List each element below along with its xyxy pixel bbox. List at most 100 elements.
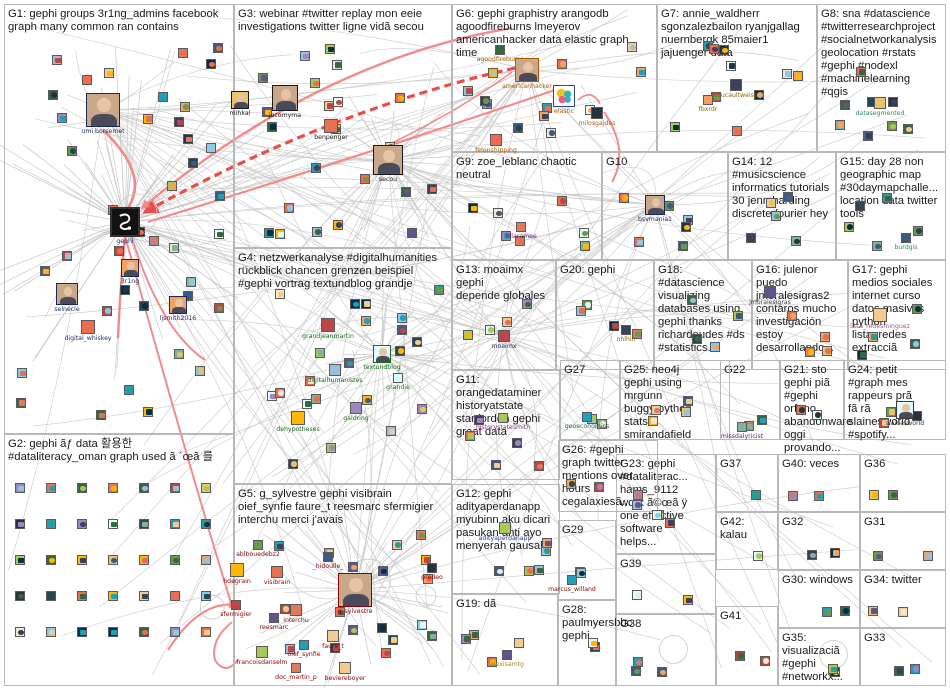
vertex-icon[interactable] [812, 409, 823, 420]
avatar-icon[interactable] [327, 630, 339, 642]
vertex-icon[interactable] [392, 539, 403, 550]
vertex-icon[interactable] [360, 298, 371, 309]
vertex-icon[interactable] [422, 573, 433, 584]
vertex-icon[interactable] [788, 491, 799, 502]
vertex-icon[interactable] [887, 96, 898, 107]
avatar-icon[interactable] [299, 640, 309, 650]
vertex-icon[interactable] [682, 595, 693, 605]
vertex-icon[interactable] [814, 491, 825, 502]
vertex-icon[interactable] [332, 59, 343, 70]
vertex-icon[interactable] [910, 338, 921, 349]
vertex-icon[interactable] [578, 228, 589, 239]
avatar-icon[interactable] [373, 145, 403, 175]
vertex-icon[interactable] [139, 300, 150, 311]
vertex-icon[interactable] [102, 305, 113, 316]
vertex-icon[interactable] [262, 107, 273, 118]
vertex-icon[interactable] [186, 276, 197, 287]
vertex-icon[interactable] [139, 555, 149, 565]
vertex-icon[interactable] [315, 347, 326, 358]
vertex-icon[interactable] [417, 404, 428, 415]
vertex-icon[interactable] [868, 331, 879, 342]
vertex-icon[interactable] [681, 222, 692, 233]
gephi-logo-icon[interactable] [110, 207, 140, 237]
vertex-icon[interactable] [633, 237, 644, 248]
vertex-icon[interactable] [534, 461, 545, 471]
vertex-icon[interactable] [275, 387, 286, 398]
vertex-icon[interactable] [214, 229, 225, 240]
vertex-icon[interactable] [487, 68, 498, 79]
vertex-icon[interactable] [201, 627, 211, 637]
vertex-icon[interactable] [46, 519, 56, 529]
vertex-icon[interactable] [395, 93, 406, 104]
avatar-icon[interactable] [874, 97, 886, 109]
vertex-icon[interactable] [464, 430, 475, 441]
vertex-icon[interactable] [362, 395, 373, 406]
vertex-icon[interactable] [664, 517, 675, 528]
vertex-icon[interactable] [16, 397, 27, 408]
vertex-icon[interactable] [781, 68, 792, 79]
vertex-icon[interactable] [491, 460, 502, 471]
vertex-icon[interactable] [492, 208, 503, 219]
avatar-icon[interactable] [291, 663, 301, 673]
vertex-icon[interactable] [576, 305, 586, 316]
vertex-icon[interactable] [888, 489, 899, 500]
vertex-icon[interactable] [752, 550, 763, 561]
vertex-icon[interactable] [52, 55, 63, 66]
vertex-icon[interactable] [108, 483, 118, 493]
vertex-icon[interactable] [597, 418, 608, 429]
vertex-icon[interactable] [753, 89, 764, 100]
vertex-icon[interactable] [857, 349, 868, 360]
vertex-icon[interactable] [783, 192, 794, 203]
vertex-icon[interactable] [46, 627, 56, 637]
vertex-icon[interactable] [650, 405, 661, 416]
vertex-icon[interactable] [751, 489, 762, 500]
avatar-icon[interactable] [290, 604, 302, 616]
vertex-icon[interactable] [77, 627, 87, 637]
vertex-icon[interactable] [501, 230, 512, 241]
avatar-icon[interactable] [253, 540, 263, 550]
vertex-icon[interactable] [732, 310, 743, 321]
vertex-icon[interactable] [267, 121, 278, 132]
vertex-icon[interactable] [103, 68, 114, 79]
vertex-icon[interactable] [868, 605, 879, 616]
vertex-icon[interactable] [385, 426, 396, 437]
avatar-icon[interactable] [329, 364, 341, 376]
vertex-icon[interactable] [771, 211, 782, 222]
avatar-icon[interactable] [56, 283, 78, 305]
avatar-icon[interactable] [896, 401, 914, 419]
vertex-icon[interactable] [514, 236, 525, 247]
vertex-icon[interactable] [486, 656, 497, 667]
avatar-icon[interactable] [427, 563, 437, 573]
vertex-icon[interactable] [378, 566, 389, 577]
vertex-icon[interactable] [913, 225, 924, 236]
vertex-icon[interactable] [479, 95, 490, 106]
vertex-icon[interactable] [732, 126, 743, 137]
vertex-icon[interactable] [691, 333, 702, 344]
vertex-icon[interactable] [923, 551, 934, 561]
vertex-icon[interactable] [280, 603, 291, 614]
vertex-icon[interactable] [324, 44, 335, 55]
vertex-icon[interactable] [142, 406, 153, 417]
vertex-icon[interactable] [170, 555, 180, 565]
vertex-icon[interactable] [333, 219, 344, 230]
avatar-icon[interactable] [373, 345, 391, 363]
vertex-icon[interactable] [461, 633, 472, 644]
vertex-icon[interactable] [310, 162, 321, 173]
vertex-icon[interactable] [821, 345, 832, 356]
avatar-icon[interactable] [393, 373, 403, 383]
vertex-icon[interactable] [501, 317, 512, 328]
vertex-icon[interactable] [201, 555, 211, 565]
vertex-icon[interactable] [300, 51, 311, 62]
avatar-icon[interactable] [231, 91, 249, 109]
vertex-icon[interactable] [77, 591, 87, 601]
vertex-icon[interactable] [513, 638, 524, 649]
vertex-icon[interactable] [15, 519, 25, 529]
avatar-icon[interactable] [121, 259, 139, 277]
vertex-icon[interactable] [791, 236, 802, 247]
vertex-icon[interactable] [214, 191, 225, 202]
vertex-icon[interactable] [183, 134, 194, 145]
avatar-icon[interactable] [502, 650, 512, 660]
vertex-icon[interactable] [16, 368, 27, 379]
vertex-icon[interactable] [77, 483, 87, 493]
vertex-icon[interactable] [170, 627, 180, 637]
